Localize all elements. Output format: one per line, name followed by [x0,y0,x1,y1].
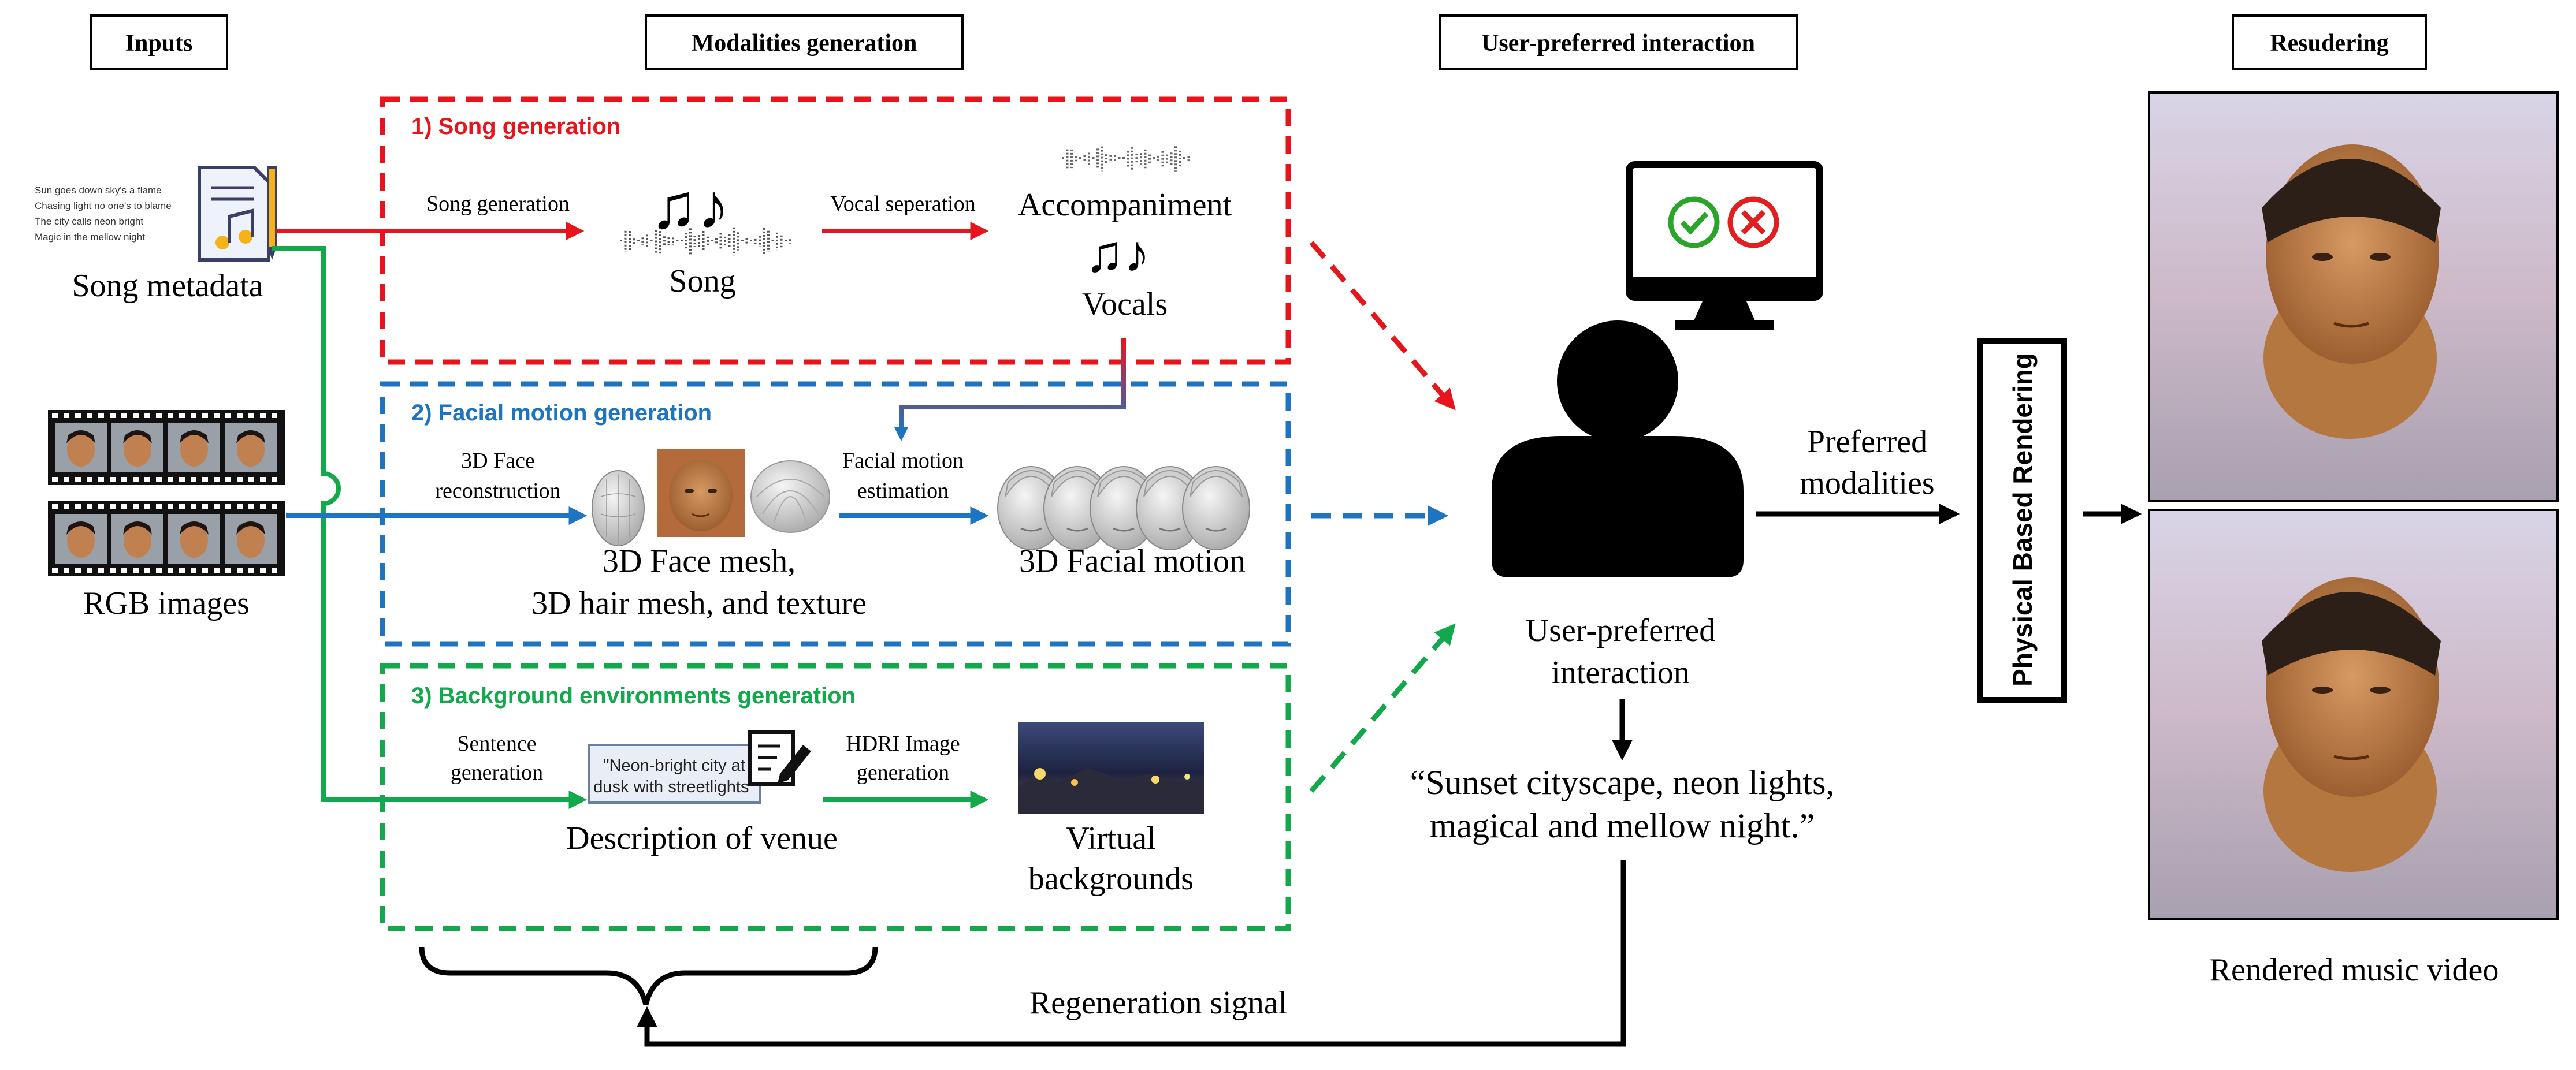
mesh-label-1: 3D Face mesh, [603,543,796,579]
description-label: Description of venue [566,821,838,856]
motion-label: 3D Facial motion [1019,543,1246,579]
check-icon [1668,196,1720,248]
lyric-line-4: Magic in the mellow night [35,232,145,243]
song-label: Song [669,263,735,299]
hdri-image [1018,722,1204,814]
dashed-arrow-song [1309,241,1456,411]
mesh-label-2: 3D hair mesh, and texture [531,586,867,621]
pbr-box [1977,338,2067,703]
user-label-1: User-preferred [1526,613,1715,648]
connector-vocals-to-facial [899,338,1126,430]
accompaniment-label: Accompaniment [1018,187,1232,223]
song-waveform-icon [620,227,791,256]
quote-line-1: “Sunset cityscape, neon lights, [1410,763,1835,801]
header-inputs: Inputs [90,14,228,70]
bg-arrow1-label-1: Sentence [457,732,536,756]
header-modalities: Modalities generation [645,14,964,70]
edit-document-icon [748,730,811,786]
vocals-label: Vocals [1082,286,1168,322]
lyric-line-2: Chasing light no one's to blame [35,200,172,211]
facial-arrow2-label-1: Facial motion [842,449,964,473]
lyric-line-1: Sun goes down sky's a flame [35,185,162,196]
header-interaction-label: User-preferred interaction [1481,30,1755,57]
vocals-notes-icon: ♫♪ [1085,226,1150,283]
header-modalities-label: Modalities generation [692,30,917,57]
music-notes-icon: ♫♪ [650,172,730,242]
user-label-2: interaction [1551,655,1689,691]
lyric-line-3: The city calls neon bright [35,216,143,227]
description-text-1: "Neon-bright city at [603,756,745,775]
motion-head [1182,466,1250,550]
bg-arrow2-label-2: generation [857,760,949,785]
header-rendering-label: Resudering [2270,30,2388,57]
facial-motion-title: 2) Facial motion generation [411,400,712,426]
facial-arrow1-label-2: reconstruction [435,479,560,503]
preferred-label-1: Preferred [1807,424,1927,460]
description-box: "Neon-bright city at dusk with streetlig… [588,744,761,804]
rgb-images-label: RGB images [83,586,250,621]
output-label: Rendered music video [2210,952,2499,988]
header-rendering: Resudering [2232,14,2427,70]
virtual-label-2: backgrounds [1028,861,1194,897]
bg-arrow2-label-1: HDRI Image [846,732,960,756]
header-interaction: User-preferred interaction [1439,14,1798,70]
virtual-label-1: Virtual [1066,821,1155,856]
facial-arrow2-label-2: estimation [857,479,949,503]
face-mesh-icon [592,470,645,546]
facial-arrow1-label-1: 3D Face [461,449,535,473]
hair-mesh-icon [750,460,830,533]
user-icon [1492,320,1744,577]
pbr-label: Physical Based Rendering [2008,353,2038,687]
svg-text:♫♪: ♫♪ [1085,226,1150,283]
song-generation-title: 1) Song generation [411,114,620,139]
vocal-arrow-label: Vocal seperation [830,192,976,216]
song-metadata-label: Song metadata [72,268,263,304]
description-text-2: dusk with streetlights" [593,778,754,796]
accompaniment-waveform-icon [1062,146,1190,172]
dashed-arrow-background [1309,623,1456,793]
quote-line-2: magical and mellow night.” [1430,807,1815,845]
face-texture-icon [657,449,745,537]
preferred-label-2: modalities [1800,465,1934,501]
facial-motion-heads [997,466,1250,550]
background-title: 3) Background environments generation [411,683,856,709]
rendered-frame-bottom [2148,509,2559,920]
regeneration-label: Regeneration signal [1029,985,1287,1021]
monitor-icon [1626,161,1823,330]
arrow-regeneration [637,860,1626,1047]
document-music-icon [198,166,277,262]
background-box [380,663,1291,931]
song-arrow-label: Song generation [426,192,570,216]
bg-arrow1-label-2: generation [451,760,543,785]
svg-text:♫♪: ♫♪ [650,172,730,242]
header-inputs-label: Inputs [125,30,193,57]
brace [419,946,878,1006]
connector-green-input [272,246,404,802]
rendered-frame-top [2148,91,2559,502]
lyrics-text: Sun goes down sky's a flame Chasing ligh… [35,185,172,243]
rgb-filmstrip [48,410,285,576]
